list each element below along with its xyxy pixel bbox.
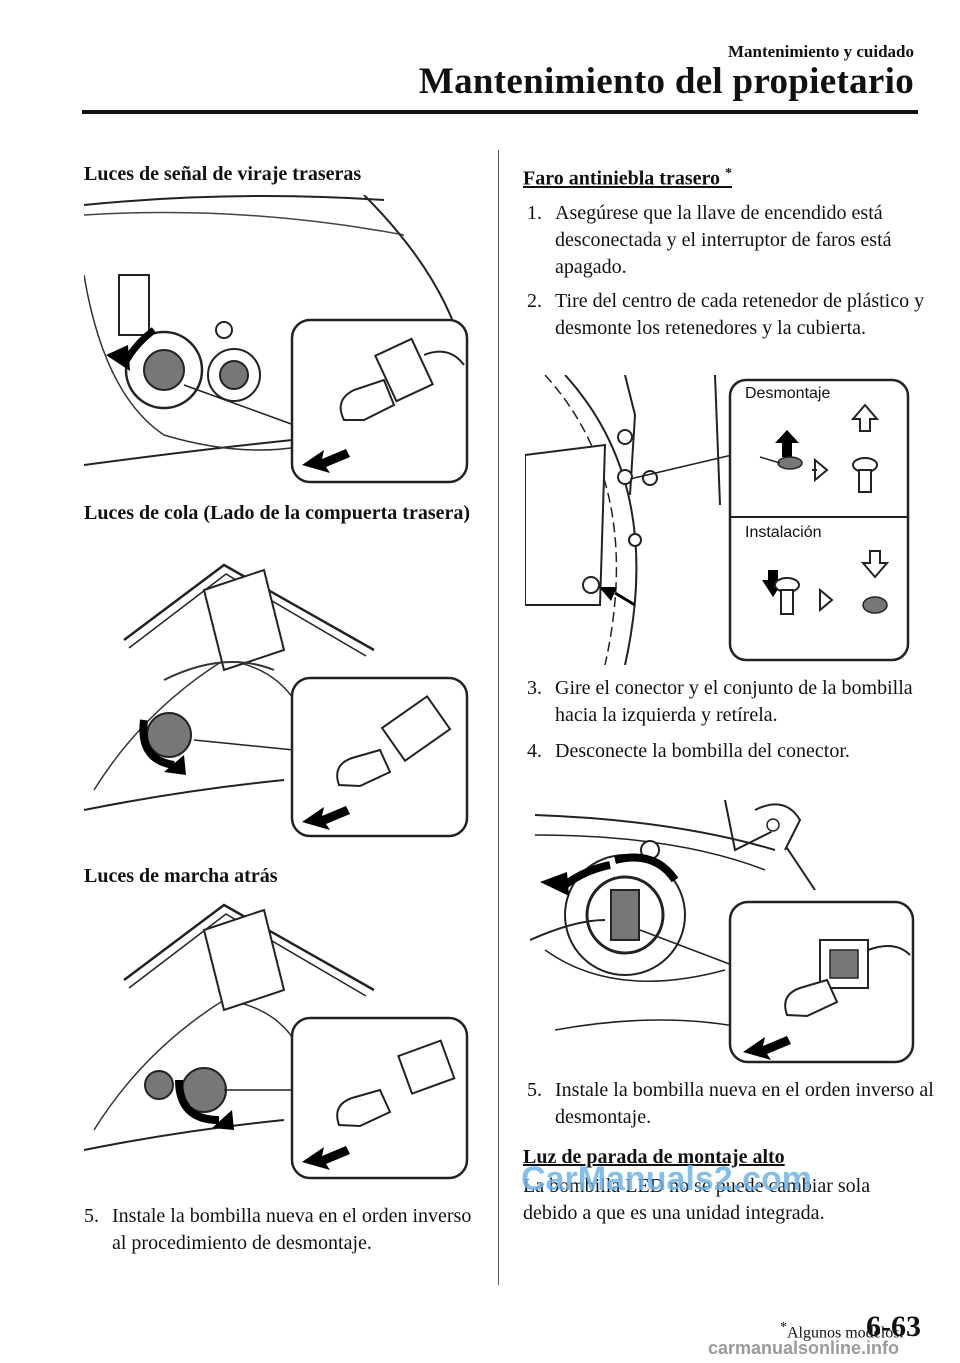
step-number: 5. bbox=[84, 1205, 99, 1227]
heading-reverse-light: Luces de marcha atrás bbox=[84, 865, 278, 887]
heading-rear-turn-signal: Luces de señal de viraje traseras bbox=[84, 163, 362, 185]
figure-fog-light-bulb bbox=[525, 790, 915, 1070]
step-number: 5. bbox=[527, 1079, 542, 1101]
step-text: Instale la bombilla nueva en el orden in… bbox=[555, 1079, 934, 1128]
step-number: 1. bbox=[527, 202, 542, 224]
figure-fog-light-retainers: Desmontaje Instalación bbox=[525, 375, 910, 665]
high-mount-brake-light-text: La bombilla LED no se puede cambiar sola… bbox=[523, 1175, 871, 1224]
figure-reverse-light bbox=[84, 900, 469, 1185]
heading-high-mount-brake-light: Luz de parada de montaje alto bbox=[523, 1146, 785, 1168]
heading-rear-fog-light: Faro antiniebla trasero * bbox=[523, 161, 923, 192]
step-number: 2. bbox=[527, 290, 542, 312]
right-step-5: 5. Instale la bombilla nueva en el orden… bbox=[527, 1077, 937, 1131]
asterisk-mark: * bbox=[725, 166, 733, 181]
label-removal: Desmontaje bbox=[745, 385, 831, 402]
footer-note-text: Algunos modelos. bbox=[787, 1324, 904, 1342]
right-step-4: 4. Desconecte la bombilla del conector. bbox=[527, 738, 937, 765]
column-divider bbox=[498, 150, 499, 1285]
right-step-3: 3. Gire el conector y el conjunto de la … bbox=[527, 675, 937, 729]
watermark-carmanualsonline: carmanualsonline.info bbox=[708, 1338, 900, 1358]
left-step-5: 5. Instale la bombilla nueva en el orden… bbox=[84, 1203, 484, 1257]
step-text: Tire del centro de cada retenedor de plá… bbox=[555, 290, 925, 339]
right-step-2: 2. Tire del centro de cada retenedor de … bbox=[527, 288, 927, 342]
label-installation: Instalación bbox=[745, 524, 822, 541]
step-number: 4. bbox=[527, 740, 542, 762]
asterisk-mark: * bbox=[780, 1320, 787, 1335]
running-header-section: Mantenimiento y cuidado bbox=[727, 42, 914, 61]
step-number: 3. bbox=[527, 677, 542, 699]
heading-text: Faro antiniebla trasero bbox=[523, 167, 721, 190]
right-step-1: 1. Asegúrese que la llave de encendido e… bbox=[527, 200, 927, 281]
footer-note: *Algunos modelos. bbox=[780, 1320, 903, 1342]
watermark-carmanuals2: CarManuals2.com bbox=[521, 1160, 812, 1198]
heading-tail-light: Luces de cola (Lado de la compuerta tras… bbox=[84, 502, 471, 524]
step-text: Desconecte la bombilla del conector. bbox=[555, 740, 850, 762]
step-text: Instale la bombilla nueva en el orden in… bbox=[112, 1205, 472, 1254]
header-rule bbox=[82, 110, 918, 114]
page-number: 6-63 bbox=[866, 1310, 921, 1343]
figure-rear-turn-signal bbox=[84, 195, 469, 485]
figure-tail-light bbox=[84, 560, 469, 845]
step-text: Gire el conector y el conjunto de la bom… bbox=[555, 677, 913, 726]
running-header-title: Mantenimiento del propietario bbox=[418, 61, 914, 102]
step-text: Asegúrese que la llave de encendido está… bbox=[555, 202, 892, 278]
